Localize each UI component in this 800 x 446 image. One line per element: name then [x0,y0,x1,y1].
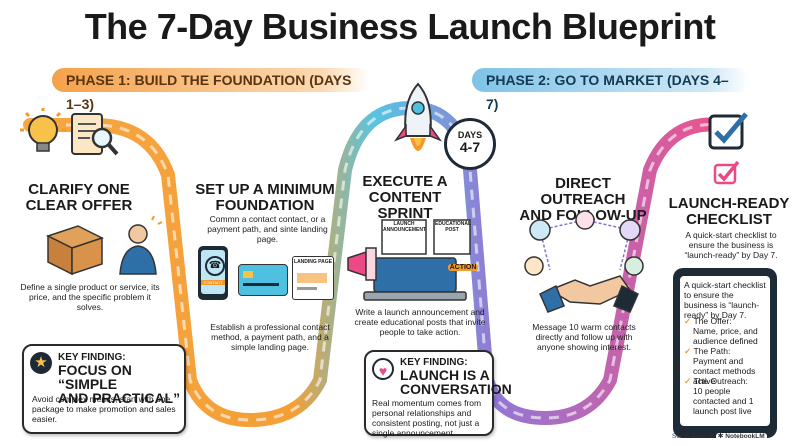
action-label: ACTION [448,264,478,271]
page-title: The 7-Day Business Launch Blueprint [84,6,716,47]
document-magnifier-icon [71,113,119,156]
landing-page-label: LANDING PAGE [294,259,332,265]
heart-icon: ♥ [372,358,394,380]
step-2-subtext: Commn a contact contact, or a payment pa… [207,214,328,244]
phone-icon: ☎ [205,256,225,276]
educational-post-label: EDUCATIONAL POST [435,221,472,233]
days-badge-label: DAYS [457,130,483,140]
days-badge: DAYS 4-7 [444,118,496,170]
checklist-item-offer: ✓ The Offer: Name, price, and audience d… [684,316,758,346]
footer-credit: South Texas B ✱ NotebookLM [672,433,767,440]
step-4-body: Message 10 warm contacts directly and fo… [532,322,636,352]
people-network-icon [524,210,644,313]
step-5-body: A quick-start checklist to ensure the bu… [684,230,778,260]
checklist-item-outreach: ✓ The Outreach: 10 people contacted and … [684,376,754,416]
lightbulb-icon [20,108,66,152]
step-3-body: Write a launch announcement and create e… [354,307,486,337]
phone-mockup: ☎ CONTACT [198,246,228,300]
rocket-icon [393,82,443,151]
check-icon: ✓ [684,346,694,356]
checklist-screen [680,276,770,426]
step-2-body: Establish a professional contact method,… [210,322,330,352]
checkbox-icon [708,112,748,150]
check-icon: ✓ [684,376,694,386]
landing-page-mockup: LANDING PAGE [292,256,334,300]
small-checkbox-icon [713,160,740,185]
notebooklm-logo: ✱ NotebookLM [715,433,767,440]
checklist-intro: A quick-start checklist to ensure the bu… [684,280,766,320]
contact-label: CONTACT [201,280,225,285]
star-icon: ★ [30,352,52,374]
checklist-item-path: ✓ The Path: Payment and contact methods … [684,346,756,386]
launch-announcement-label: LAUNCH ANNOUNCEMENT [383,221,427,233]
megaphone-laptop-icon [347,219,471,301]
phase-2-banner: PHASE 2: GO TO MARKET (DAYS 4–7) [472,68,750,112]
step-1-body: Define a single product or service, its … [20,282,160,312]
check-icon: ✓ [684,316,694,326]
payment-card-mockup [238,264,288,296]
phase-1-banner: PHASE 1: BUILD THE FOUNDATION (DAYS 1–3) [52,68,370,112]
days-badge-value: 4-7 [459,139,481,155]
box-person-icon [46,216,163,276]
